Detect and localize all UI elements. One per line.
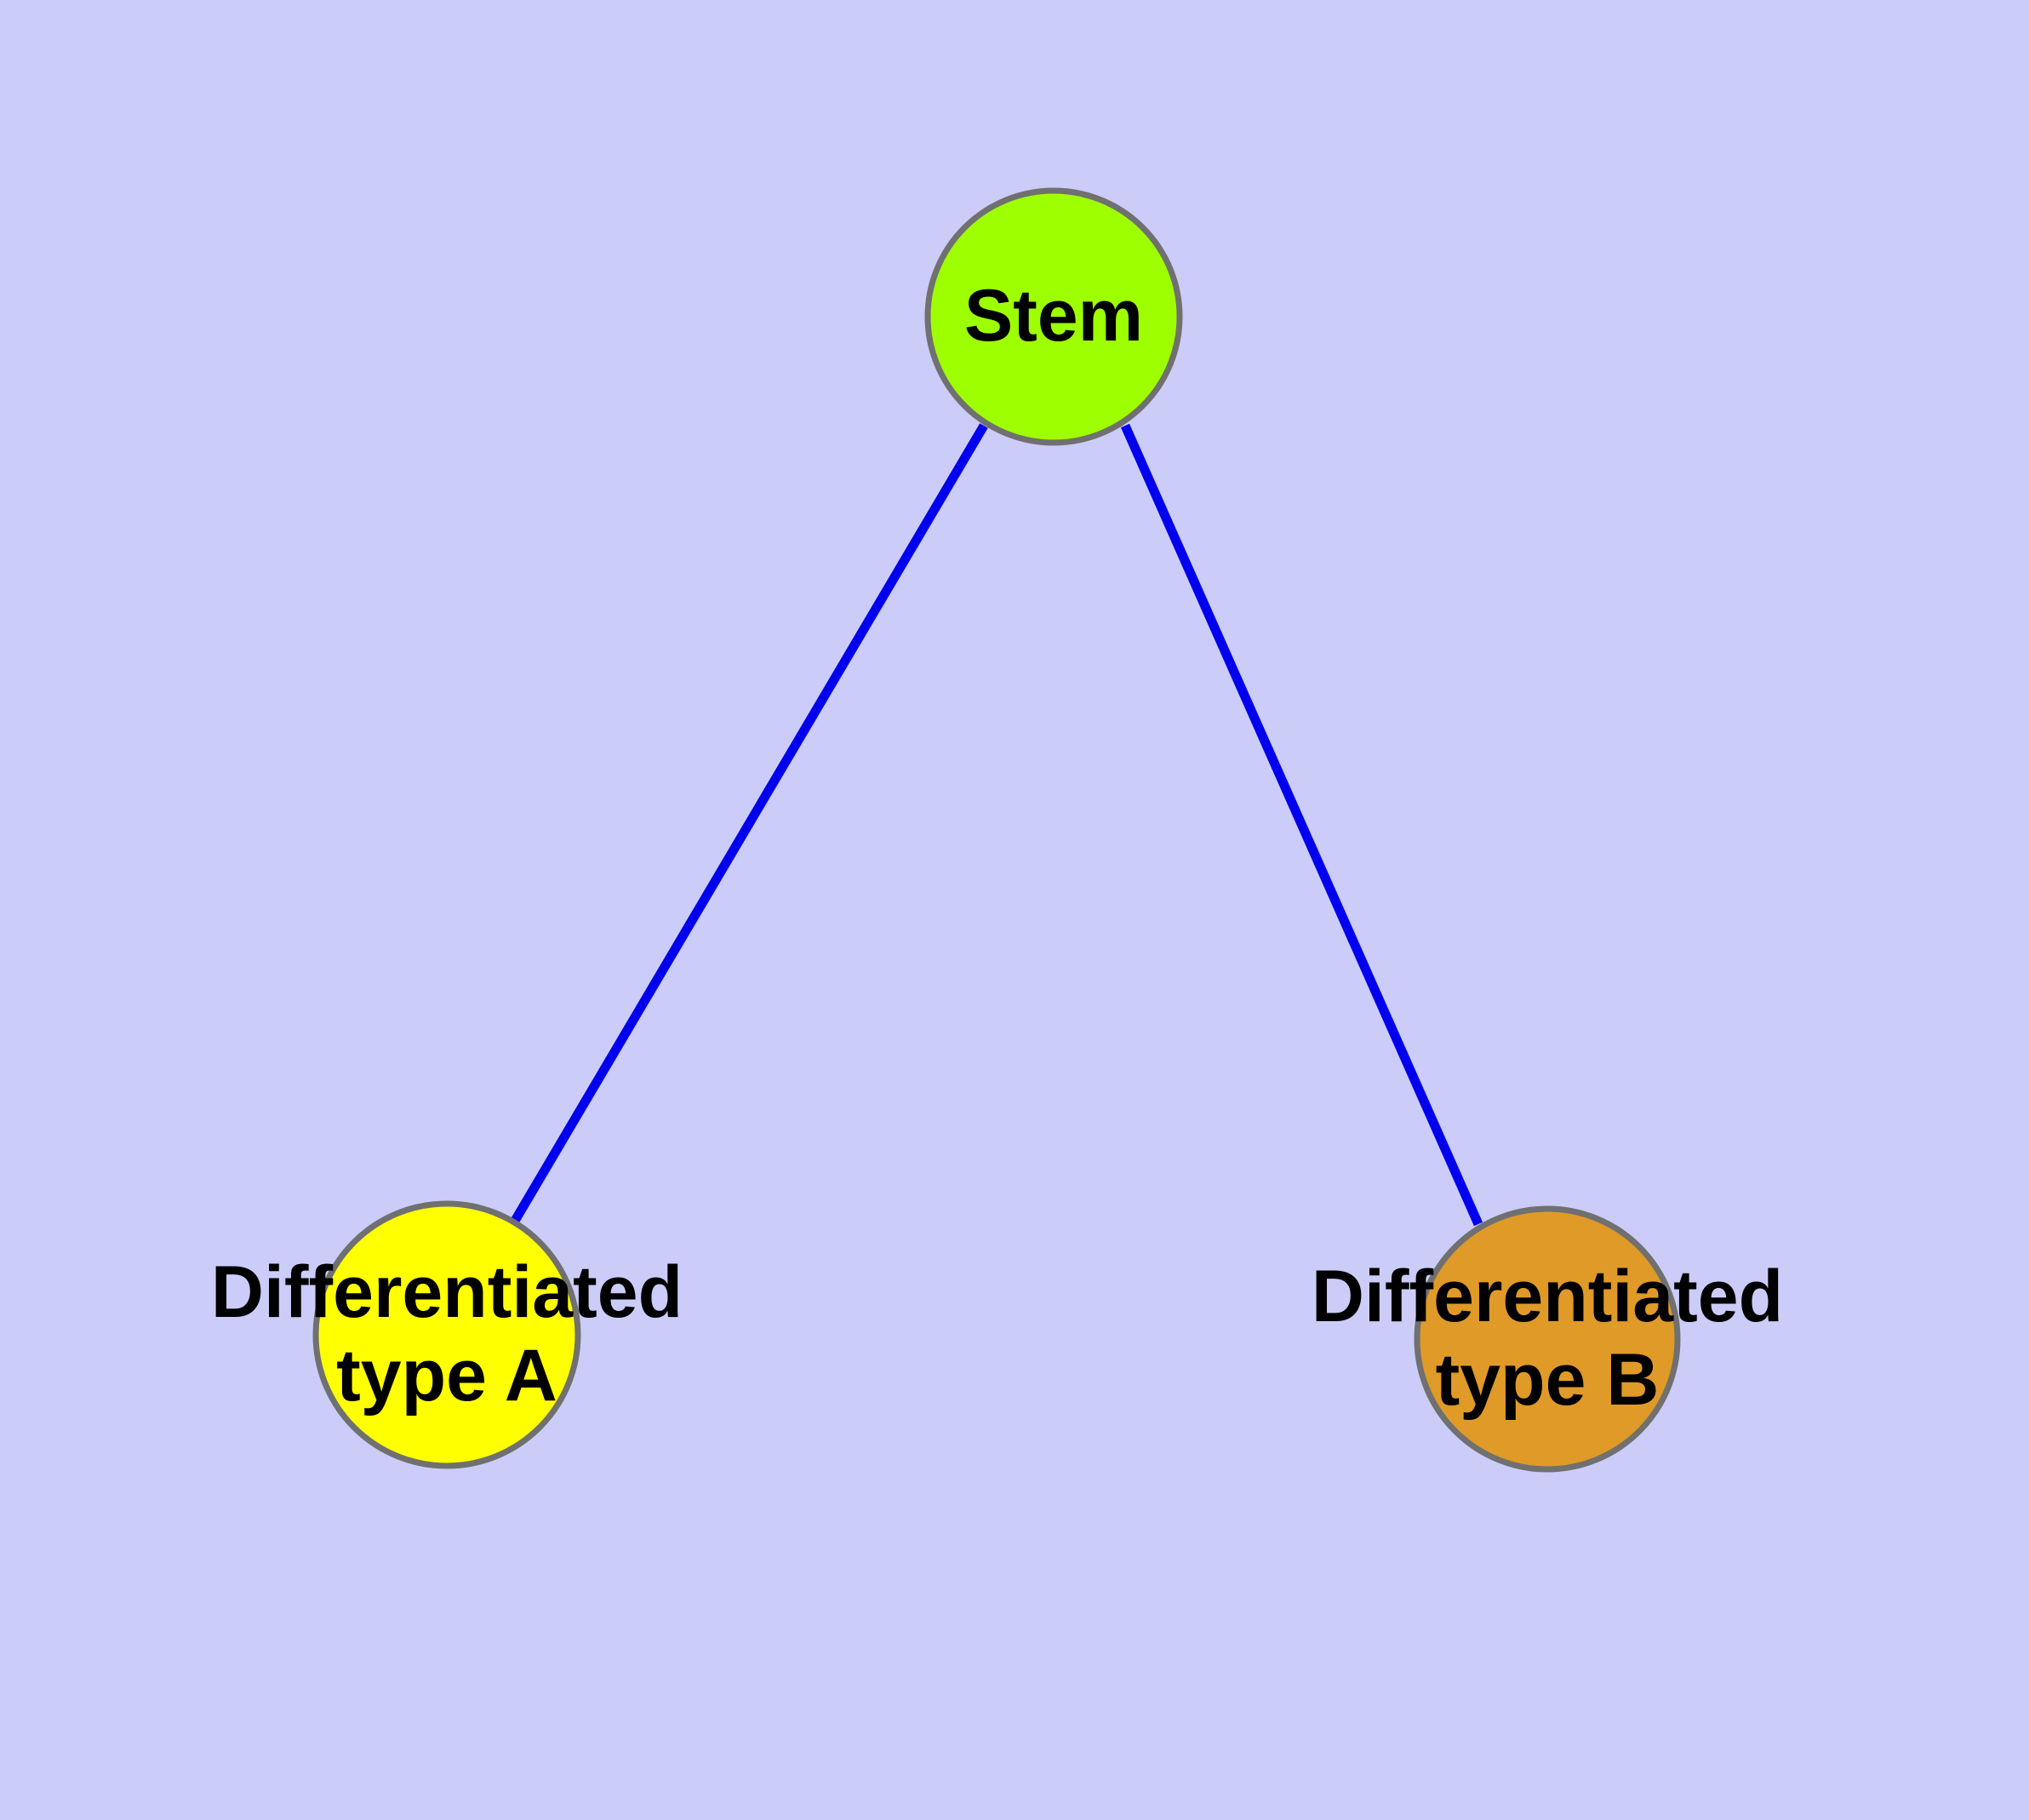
edge-layer xyxy=(511,423,1483,1227)
edge-stem-to-differentiated-type-b[interactable] xyxy=(1120,423,1483,1227)
node-label-line: Differentiated xyxy=(1312,1256,1783,1337)
node-label-line: type B xyxy=(1436,1339,1660,1421)
node-circle-stem[interactable] xyxy=(924,187,1183,446)
node-label-line: Stem xyxy=(964,275,1143,357)
node-circle-differentiated-type-b[interactable] xyxy=(1414,1205,1681,1473)
node-label-line: Differentiated xyxy=(211,1251,683,1333)
edge-stem-to-differentiated-type-a[interactable] xyxy=(511,423,988,1223)
node-layer xyxy=(312,187,1681,1473)
node-label-stem: Stem xyxy=(964,275,1143,357)
node-circle-differentiated-type-a[interactable] xyxy=(312,1200,581,1469)
node-label-line: type A xyxy=(336,1335,557,1417)
